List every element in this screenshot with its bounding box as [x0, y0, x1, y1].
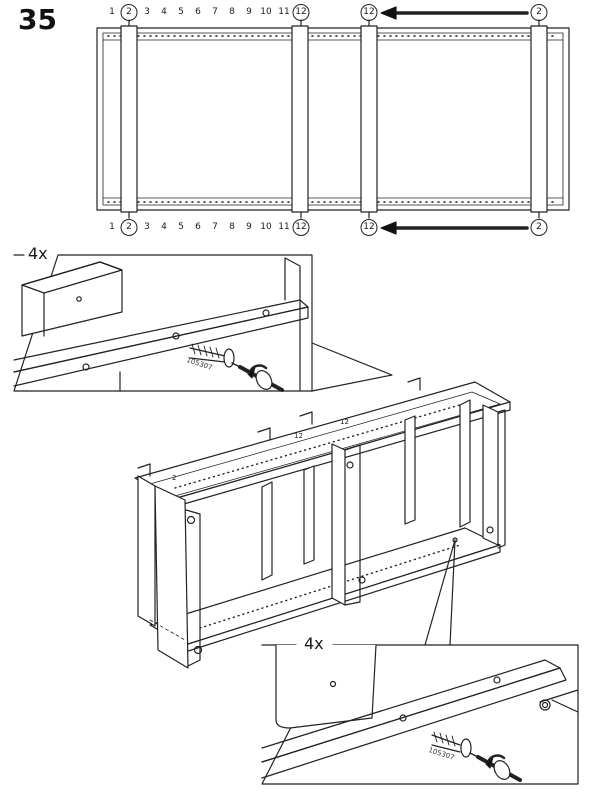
ruler-number: 3 [144, 222, 150, 232]
ruler-number: 11 [278, 222, 290, 232]
ruler-number: 8 [229, 222, 235, 232]
bottom-ruler: 1 2 3 4 5 6 7 8 9 10 11 12 12 2 [0, 216, 602, 238]
ruler-number: 10 [260, 222, 272, 232]
frame-isometric [134, 377, 511, 669]
detail-box-bottom [261, 644, 579, 785]
ruler-number: 9 [246, 7, 252, 17]
quantity-label: 4x [26, 244, 50, 263]
ruler-number-circled: 2 [120, 4, 138, 21]
ruler-number: 5 [178, 222, 184, 232]
ruler-number-circled: 12 [360, 219, 378, 236]
ruler-number: 4 [161, 222, 167, 232]
step-number: 35 [18, 3, 57, 36]
screw-icon [431, 731, 472, 758]
ruler-number: 7 [212, 7, 218, 17]
ruler-number: 9 [246, 222, 252, 232]
frame-label-middle: 12 [340, 418, 349, 426]
ruler-number: 6 [195, 222, 201, 232]
ruler-number: 10 [260, 7, 272, 17]
ruler-number: 3 [144, 7, 150, 17]
ruler-number-circled: 2 [120, 219, 138, 236]
ruler-number-circled: 2 [530, 219, 548, 236]
arrow-left-icon [380, 221, 529, 235]
rotate-clockwise-icon [485, 754, 506, 769]
frame-plan-view [96, 19, 570, 219]
ruler-number: 1 [109, 7, 115, 17]
ruler-number: 8 [229, 7, 235, 17]
screwdriver-icon [231, 362, 284, 392]
ruler-number: 7 [212, 222, 218, 232]
detail-box-top [13, 254, 393, 392]
ruler-number: 1 [109, 222, 115, 232]
ruler-number: 6 [195, 7, 201, 17]
arrow-left-icon [380, 6, 529, 20]
quantity-label: 4x [302, 634, 326, 653]
top-ruler: 1 2 3 4 5 6 7 8 9 10 11 12 12 2 [0, 1, 602, 23]
ruler-number: 11 [278, 7, 290, 17]
ruler-number: 4 [161, 7, 167, 17]
ruler-number: 5 [178, 7, 184, 17]
frame-label-end: 2 [172, 474, 176, 482]
rotate-clockwise-icon [247, 364, 268, 379]
ruler-number-circled: 12 [292, 219, 310, 236]
frame-label-middle: 12 [294, 432, 303, 440]
screwdriver-icon [469, 752, 522, 782]
